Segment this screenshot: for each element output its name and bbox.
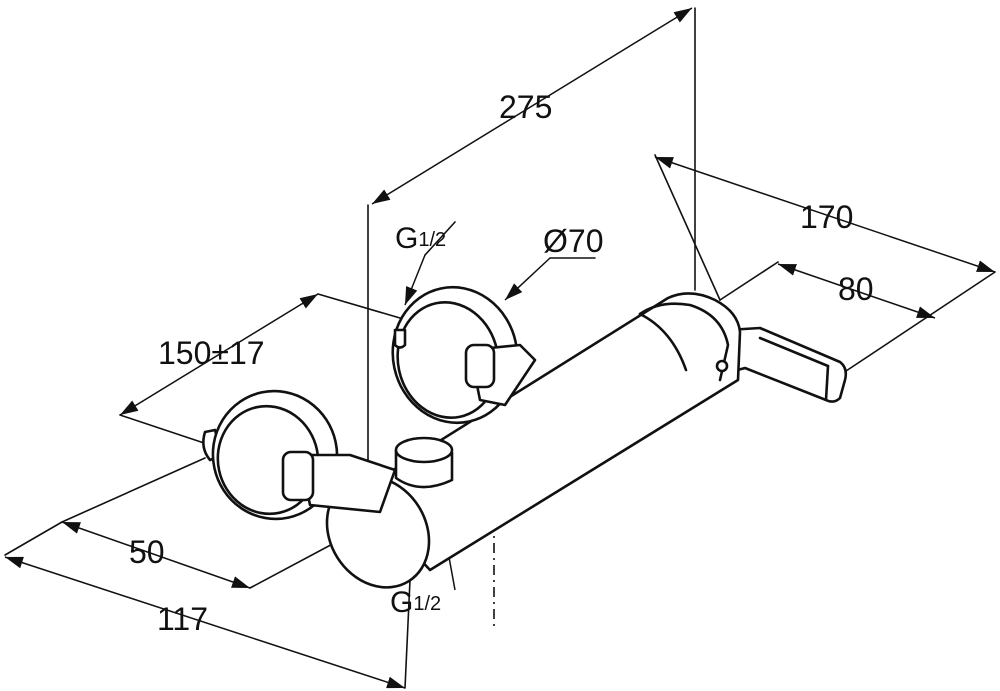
label-170: 170 bbox=[800, 199, 853, 235]
knob-seam bbox=[638, 312, 688, 372]
extension-line-150-top bbox=[317, 293, 401, 319]
leader-g12-top-shelf bbox=[424, 221, 456, 256]
lever-handle bbox=[726, 326, 848, 403]
knob-outline bbox=[638, 302, 730, 382]
dimension-275 bbox=[371, 7, 693, 205]
dimension-170 bbox=[654, 156, 996, 273]
lower-rosette-inner bbox=[216, 404, 320, 516]
upper-hex-nut bbox=[464, 343, 496, 389]
label-80: 80 bbox=[838, 271, 874, 307]
dimension-labels: 275 170 80 Ø70 G1/2 G1/2 150±17 50 117 bbox=[129, 89, 874, 637]
lower-connector bbox=[202, 389, 397, 521]
extension-line-117-right bbox=[404, 579, 411, 689]
extension-line-170-left bbox=[654, 154, 721, 301]
extension-line-80-left bbox=[719, 261, 779, 301]
dimension-150 bbox=[119, 293, 319, 416]
shower-outlet bbox=[394, 436, 454, 489]
leader-g12-top bbox=[404, 254, 426, 306]
dimension-80 bbox=[777, 263, 936, 319]
body-cylinder bbox=[356, 292, 742, 572]
label-d70: Ø70 bbox=[543, 223, 603, 259]
outlet-top bbox=[394, 436, 454, 464]
label-150: 150±17 bbox=[158, 335, 265, 371]
extension-line-170-right bbox=[839, 271, 996, 376]
dimension-117 bbox=[4, 556, 406, 689]
label-50: 50 bbox=[129, 534, 165, 570]
label-275: 275 bbox=[499, 89, 552, 125]
lower-hex-nut bbox=[281, 450, 315, 502]
mixer-drawing bbox=[202, 285, 848, 589]
extension-line-150-bottom bbox=[119, 414, 211, 446]
upper-thread-stub bbox=[393, 328, 407, 349]
main-body bbox=[325, 292, 742, 589]
label-117: 117 bbox=[157, 601, 208, 637]
extension-line-50-right bbox=[249, 539, 341, 589]
lever-edge bbox=[758, 336, 830, 368]
extension-line-117-left bbox=[4, 521, 63, 556]
upper-connector bbox=[391, 285, 537, 425]
extension-line-50-left bbox=[61, 457, 206, 523]
label-g12-top: G1/2 bbox=[395, 222, 446, 255]
label-g12-bottom: G1/2 bbox=[390, 586, 441, 619]
lever-tip bbox=[824, 364, 830, 402]
set-screw bbox=[715, 359, 729, 373]
leader-d70 bbox=[504, 257, 551, 301]
